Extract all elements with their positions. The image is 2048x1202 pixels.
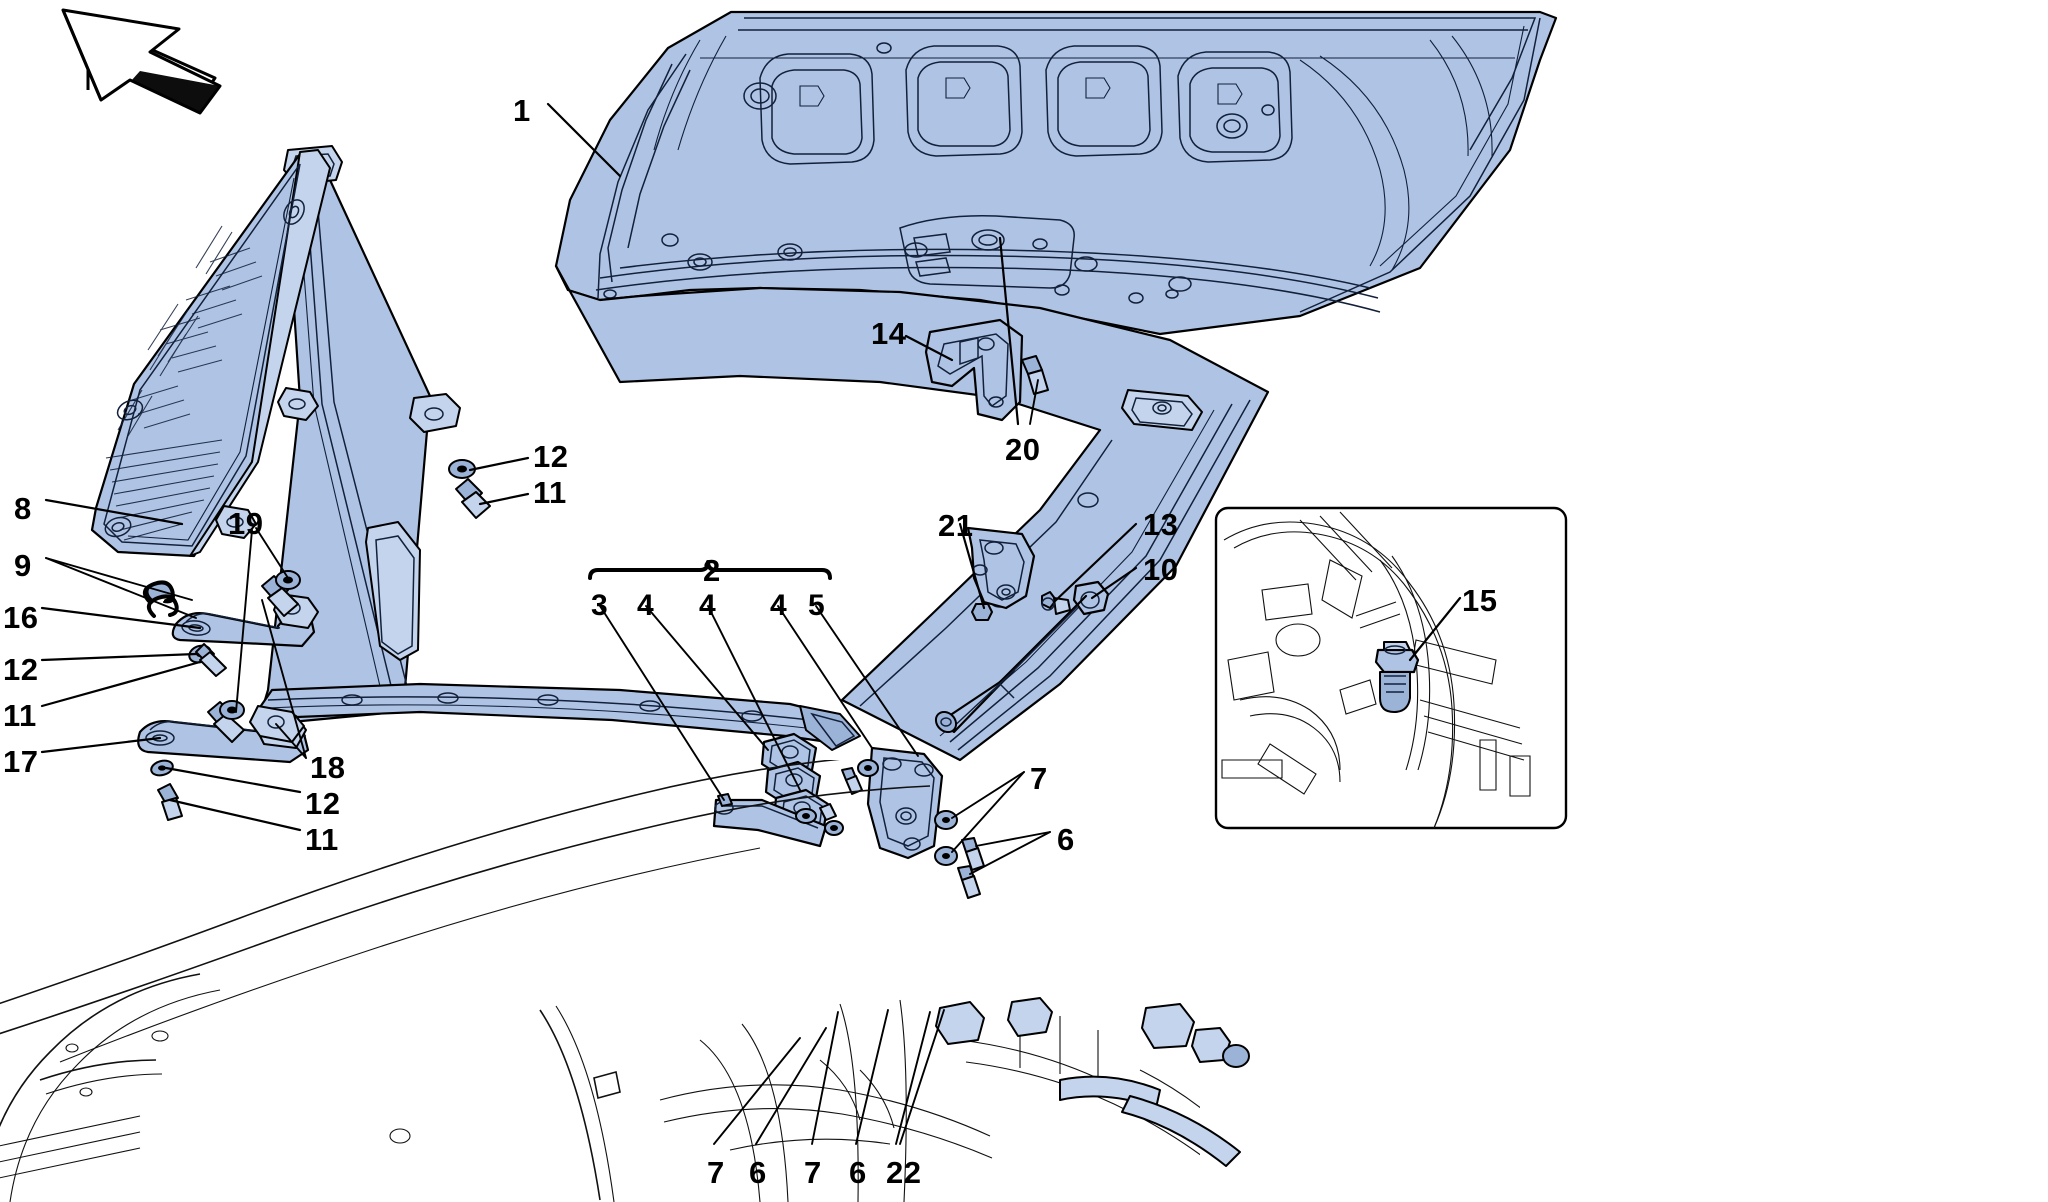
hinge-assembly-part-2 [712,732,985,899]
callout-21: 21 [938,508,974,543]
callout-11-a: 11 [3,698,37,733]
callout-12-a: 12 [3,652,39,687]
hinge-base-blue-parts [935,997,1250,1167]
ball-stud-part-13 [1041,591,1071,615]
callout-6-b: 6 [749,1155,767,1190]
callout-12-c: 12 [533,439,569,474]
bolt-part-11-center [455,478,491,519]
leader-lines [40,102,1462,1145]
bolt-part-6-c [957,865,981,899]
callout-18: 18 [310,750,346,785]
callout-7-c: 7 [804,1155,822,1190]
callout-13: 13 [1143,507,1179,542]
washer-part-22 [824,820,844,836]
callout-7-a: 7 [1030,761,1048,796]
hood-panel-part-1 [554,10,1558,336]
washer-part-7-d [795,808,817,824]
washer-part-12-upper-right [275,570,301,590]
washer-part-12-b [150,759,174,777]
callout-19: 19 [228,506,264,541]
ghost-vehicle-body [0,760,1200,1202]
callout-10: 10 [1143,552,1179,587]
callout-4-c: 4 [770,589,788,622]
callout-17: 17 [3,744,39,779]
washer-part-7-a [857,759,879,777]
callout-8: 8 [14,491,32,526]
gas-strut-part-10 [934,580,1110,734]
callout-7-b: 7 [707,1155,725,1190]
callout-11-b: 11 [305,822,339,857]
hood-frame-arms-part-1 [256,145,1270,762]
callout-14: 14 [871,316,907,351]
vehicle-forward-direction-arrow [61,8,222,115]
bump-stop-part-15 [1374,641,1420,713]
callout-20: 20 [1005,432,1041,467]
callout-16: 16 [3,600,39,635]
hinge-bracket-part-21 [966,526,1036,621]
callout-22: 22 [886,1155,922,1190]
bolt-part-6-b [961,837,985,871]
bolt-part-6-a [841,767,863,795]
callout-9: 9 [14,548,32,583]
callout-3: 3 [591,589,609,622]
callout-6-a: 6 [1057,822,1075,857]
callout-4-a: 4 [637,589,655,622]
callout-5: 5 [808,589,826,622]
washer-part-12-lower-right [219,700,245,720]
callout-6-c: 6 [849,1155,867,1190]
detail-inset-box [1214,506,1568,830]
bracket-part-14 [924,318,1024,422]
clips-part-9 [142,580,179,618]
callout-12-b: 12 [305,786,341,821]
callout-15: 15 [1462,583,1498,618]
bolt-part-6-d [819,803,837,821]
callout-1: 1 [513,93,531,128]
callout-2: 2 [703,553,721,588]
washer-part-7-b [934,810,958,830]
callout-4-b: 4 [699,589,717,622]
callout-11-c: 11 [533,475,567,510]
insulation-panel-part-8 [90,149,331,558]
bolt-part-11-a [195,643,227,677]
bolt-part-20 [1021,355,1049,395]
